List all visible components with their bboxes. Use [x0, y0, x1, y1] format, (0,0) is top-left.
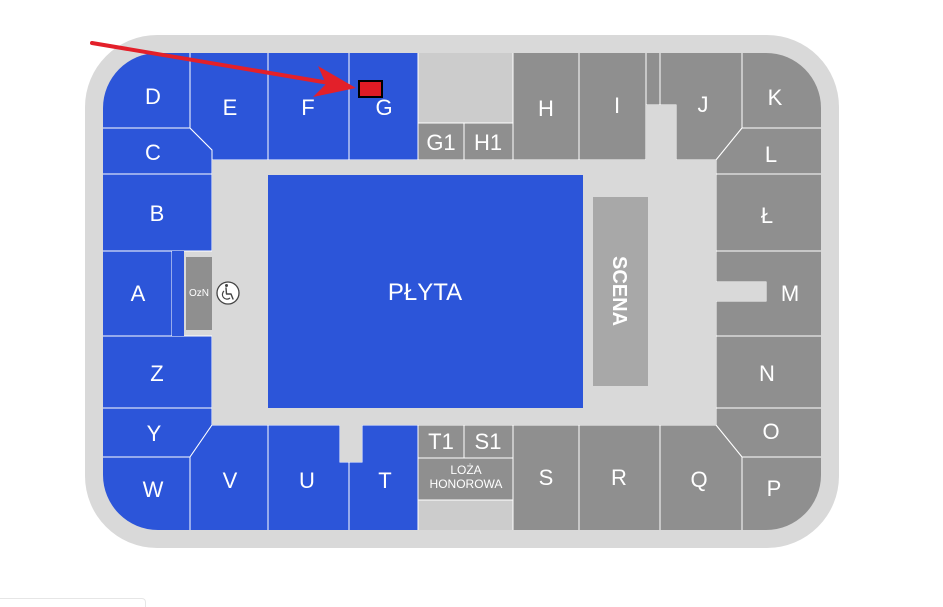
section-w[interactable] — [60, 456, 191, 560]
pointer-arrow — [90, 41, 356, 97]
bottom-tab — [0, 598, 146, 607]
section-g1[interactable] — [417, 122, 465, 161]
section-h1[interactable] — [463, 122, 514, 161]
wheelchair-icon — [216, 281, 240, 305]
section-r[interactable] — [578, 424, 661, 560]
stage — [593, 197, 648, 386]
section-j-left — [645, 53, 661, 106]
walkway-m — [712, 282, 766, 301]
aisle-top — [418, 53, 513, 123]
section-loza-honorowa[interactable] — [417, 457, 514, 501]
section-z[interactable] — [60, 335, 213, 409]
walkway-bottom — [340, 420, 362, 462]
section-g[interactable] — [348, 20, 419, 161]
section-c[interactable] — [60, 127, 213, 175]
section-a[interactable] — [60, 250, 173, 337]
section-k[interactable] — [741, 20, 860, 129]
section-s1[interactable] — [463, 424, 514, 459]
section-s[interactable] — [512, 424, 580, 560]
selected-seat-marker[interactable] — [358, 80, 383, 98]
section-t1[interactable] — [417, 424, 465, 459]
section-y[interactable] — [60, 407, 213, 458]
section-h[interactable] — [512, 20, 580, 161]
section-a-ext — [172, 251, 184, 336]
section-b[interactable] — [60, 173, 213, 252]
aisle-bottom — [418, 500, 513, 530]
field-plyta[interactable] — [268, 175, 583, 408]
walkway-right — [646, 105, 676, 165]
ozn-box[interactable] — [186, 257, 212, 330]
